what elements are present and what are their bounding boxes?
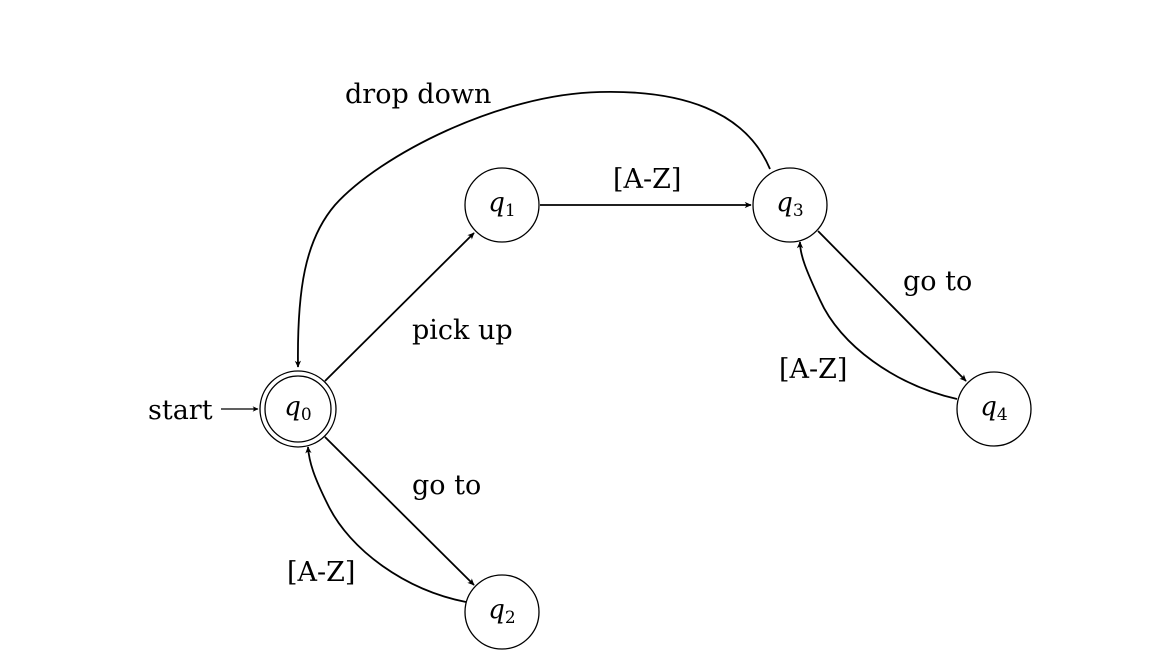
- transition-q3-q4: go to: [817, 230, 972, 382]
- edge-q4-q3: [796, 241, 958, 400]
- edge-q0-q2: [324, 436, 475, 586]
- edge-label-q3-q0: drop down: [345, 79, 491, 110]
- state-label-q4: q4: [980, 392, 1007, 425]
- state-label-q0: q0: [284, 392, 311, 425]
- transition-q4-q3: [A-Z]: [779, 241, 958, 400]
- edge-label-q3-q4: go to: [903, 266, 972, 297]
- edge-q0-q1: [324, 232, 475, 382]
- transition-q3-q0: drop down: [294, 79, 771, 368]
- state-q2: q2: [464, 574, 540, 650]
- edge-label-q0-q2: go to: [412, 470, 481, 501]
- edge-label-q1-q3: [A-Z]: [613, 164, 681, 195]
- edge-q3-q4: [817, 230, 967, 382]
- transition-q0-q1: pick up: [324, 232, 513, 382]
- edge-q3-q0: [294, 90, 771, 368]
- transitions: pick up [A-Z] drop down go to [A-Z] go t…: [287, 79, 972, 603]
- state-label-q3: q3: [776, 188, 803, 221]
- transition-q1-q3: [A-Z]: [540, 164, 752, 209]
- edge-label-q0-q1: pick up: [412, 315, 513, 346]
- state-label-q1: q1: [488, 188, 515, 221]
- edge-label-q4-q3: [A-Z]: [779, 354, 847, 385]
- state-q3: q3: [752, 167, 828, 243]
- states: q0 q1 q2 q3 q4: [259, 167, 1032, 650]
- state-label-q2: q2: [488, 595, 515, 628]
- edge-q2-q0: [305, 446, 467, 603]
- state-q0: q0: [259, 370, 337, 448]
- transition-q2-q0: [A-Z]: [287, 446, 467, 603]
- state-q4: q4: [956, 371, 1032, 447]
- start-label: start: [148, 395, 213, 426]
- transition-q0-q2: go to: [324, 436, 481, 586]
- start-indicator: start: [148, 395, 259, 426]
- state-q1: q1: [464, 167, 540, 243]
- edge-label-q2-q0: [A-Z]: [287, 557, 355, 588]
